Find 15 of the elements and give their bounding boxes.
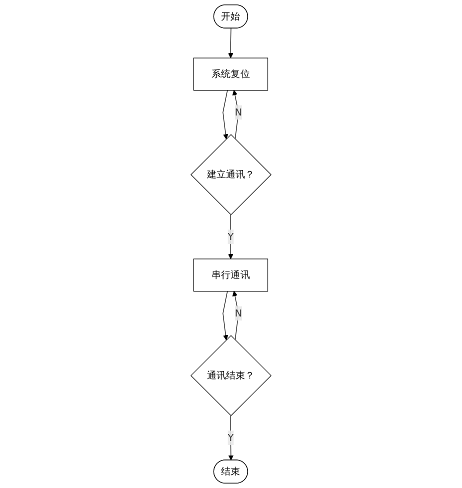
arrow — [222, 90, 228, 140]
node-diamond: 建立通讯？ — [190, 134, 272, 216]
edge-label: Y — [228, 230, 234, 242]
edge-label: N — [234, 307, 242, 319]
arrow — [232, 291, 239, 340]
arrow — [228, 214, 234, 260]
arrow — [228, 28, 234, 58]
node-diamond: 通讯结束？ — [190, 335, 272, 416]
node-box: 串行通讯 — [193, 258, 268, 292]
edge-label: Y — [228, 432, 234, 444]
arrow — [232, 90, 239, 140]
edge-label: N — [234, 106, 242, 118]
arrow — [228, 415, 234, 460]
node-box: 系统复位 — [193, 58, 268, 91]
arrow — [222, 290, 228, 340]
